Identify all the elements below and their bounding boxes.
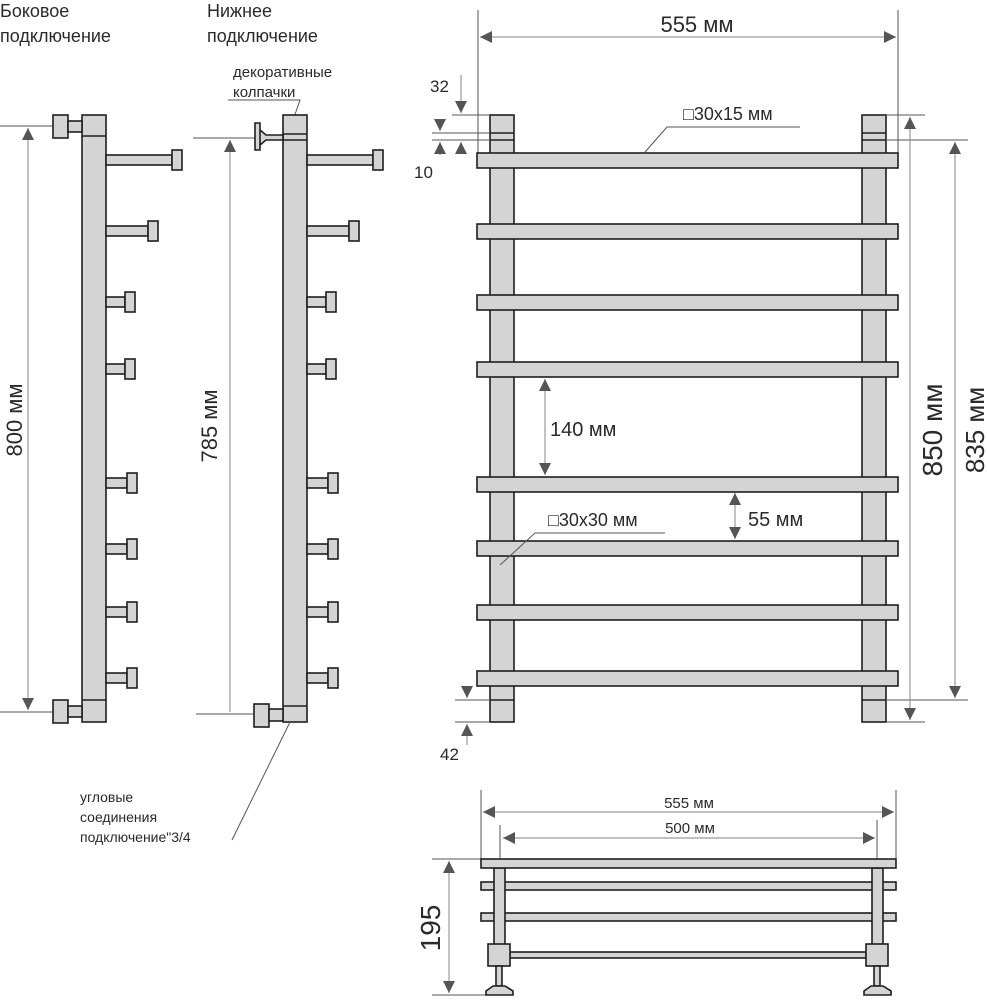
side-title-1: Боковое [0,1,69,21]
bottom-connection-view: Нижнее подключение декоративные колпачки… [80,1,384,845]
cap-label: 10 [414,163,433,182]
top-view: 555 мм 500 мм 195 [415,790,897,996]
top-offset-label: 32 [430,77,449,96]
bottom-title-2: подключение [207,26,318,46]
gap-small-label: 55 мм [748,509,803,531]
axis-height-label: 835 мм [960,387,987,473]
bar-section-label: □30x15 мм [683,104,773,124]
column-section-label: □30x30 мм [548,510,638,530]
horizontal-bars [476,152,899,687]
corner-note-3: подключение"3/4 [80,829,191,845]
decorative-cap [254,122,284,151]
front-width-label: 555 мм [660,12,733,37]
hooks [105,149,183,689]
side-title-2: подключение [0,26,111,46]
corner-note-1: угловые [80,789,133,805]
bottom-height-label: 785 мм [197,389,222,462]
bottom-title-1: Нижнее [207,1,272,21]
side-height-label: 800 мм [2,383,27,456]
front-view: 555 мм 32 10 [414,10,987,764]
caps-label-2: колпачки [233,84,295,101]
caps-label-1: декоративные [233,64,332,81]
depth-label: 195 [415,905,446,952]
gap-large-label: 140 мм [550,419,616,441]
top-axis-width-label: 500 мм [665,820,715,837]
side-connection-view: Боковое подключение 800 мм [0,1,183,724]
outer-height-label: 850 мм [917,384,948,477]
top-width-label: 555 мм [664,795,714,812]
corner-note-2: соединения [80,809,157,825]
hooks [306,149,384,689]
bottom-offset-label: 42 [440,745,459,764]
